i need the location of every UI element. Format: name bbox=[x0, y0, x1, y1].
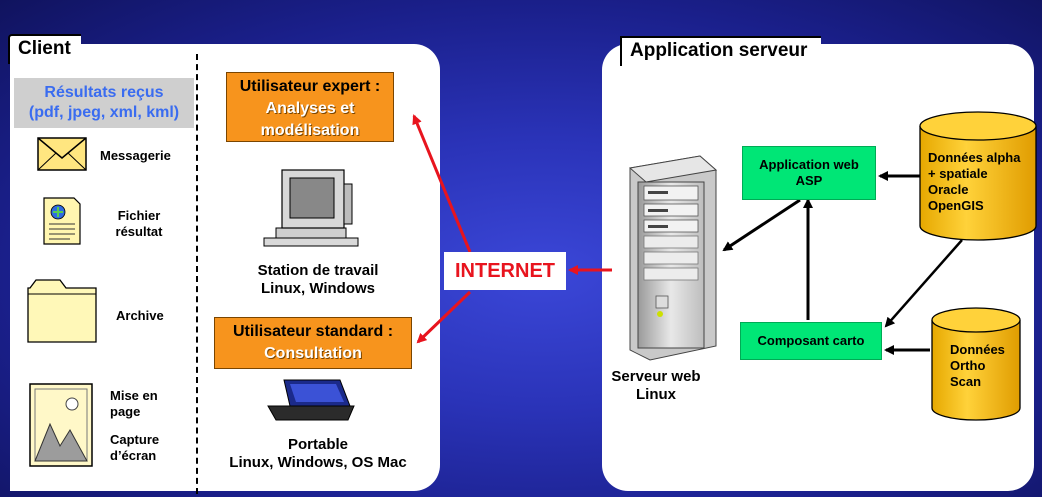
db1-line3: Oracle bbox=[928, 182, 969, 197]
portable-line1: Portable bbox=[287, 436, 348, 453]
label-serveur-web: Serveur web Linux bbox=[596, 368, 716, 404]
folder-icon bbox=[27, 279, 97, 343]
expert-sub-line1: Analyses et bbox=[265, 100, 355, 117]
db1-label: Données alpha + spatiale Oracle OpenGIS bbox=[928, 150, 1020, 214]
label-mise-line1: Mise en bbox=[110, 388, 158, 403]
label-capture-ecran: Capture d’écran bbox=[110, 432, 159, 464]
envelope-icon bbox=[37, 137, 87, 171]
label-capture-line1: Capture bbox=[110, 432, 160, 447]
db1-line2: + spatiale bbox=[928, 166, 988, 181]
label-mise-line2: page bbox=[110, 404, 141, 419]
label-fichier-line1: Fichier bbox=[117, 208, 161, 223]
server-tower-icon bbox=[628, 155, 718, 361]
db1-line4: OpenGIS bbox=[928, 198, 984, 213]
standard-sub: Consultation bbox=[264, 345, 362, 362]
standard-title: Utilisateur standard : bbox=[232, 323, 394, 340]
document-icon bbox=[43, 197, 81, 245]
internet-label: INTERNET bbox=[444, 252, 566, 290]
db2-line1: Données bbox=[950, 342, 1005, 357]
label-archive: Archive bbox=[116, 308, 164, 323]
station-line1: Station de travail bbox=[257, 262, 379, 279]
database-cylinder-oracle bbox=[919, 111, 1037, 241]
label-capture-line2: d’écran bbox=[110, 448, 157, 463]
carto-component-box: Composant carto bbox=[740, 322, 882, 360]
label-fichier-line2: résultat bbox=[115, 224, 163, 239]
laptop-icon bbox=[267, 379, 355, 421]
label-mise-en-page: Mise en page bbox=[110, 388, 158, 420]
standard-user-box: Utilisateur standard : Consultation bbox=[214, 317, 412, 369]
client-divider bbox=[196, 54, 198, 494]
arrow-db1-to-carto bbox=[884, 239, 963, 328]
label-station: Station de travail Linux, Windows bbox=[218, 262, 418, 298]
expert-sub-line2: modélisation bbox=[260, 122, 360, 139]
db2-line2: Ortho bbox=[950, 358, 986, 373]
arrow-internet-to-standard bbox=[416, 290, 472, 344]
serveur-line1: Serveur web bbox=[611, 368, 701, 385]
results-header: Résultats reçus (pdf, jpeg, xml, kml) bbox=[14, 78, 194, 128]
db1-line1: Données alpha bbox=[928, 150, 1021, 165]
app-web-line1: Application web bbox=[759, 157, 859, 172]
client-title: Client bbox=[8, 34, 81, 64]
label-fichier-resultat: Fichier résultat bbox=[104, 208, 174, 240]
arrow-app-to-server bbox=[722, 198, 801, 252]
server-title: Application serveur bbox=[620, 36, 822, 66]
results-title: Résultats reçus bbox=[44, 84, 164, 101]
image-icon bbox=[29, 383, 93, 467]
desktop-computer-icon bbox=[263, 169, 359, 247]
app-web-line2: ASP bbox=[795, 173, 823, 188]
arrow-internet-to-expert bbox=[412, 114, 472, 253]
station-line2: Linux, Windows bbox=[260, 280, 376, 297]
expert-title: Utilisateur expert : bbox=[239, 78, 381, 95]
database-cylinder-ortho bbox=[931, 307, 1021, 421]
results-formats: (pdf, jpeg, xml, kml) bbox=[28, 104, 180, 121]
expert-user-box: Utilisateur expert : Analyses et modélis… bbox=[226, 72, 394, 142]
db2-label: Données Ortho Scan bbox=[950, 342, 1005, 390]
serveur-line2: Linux bbox=[636, 386, 676, 403]
label-portable: Portable Linux, Windows, OS Mac bbox=[200, 436, 436, 472]
app-web-box: Application web ASP bbox=[742, 146, 876, 200]
db2-line3: Scan bbox=[950, 374, 982, 389]
portable-line2: Linux, Windows, OS Mac bbox=[229, 454, 407, 471]
label-messagerie: Messagerie bbox=[100, 148, 171, 163]
